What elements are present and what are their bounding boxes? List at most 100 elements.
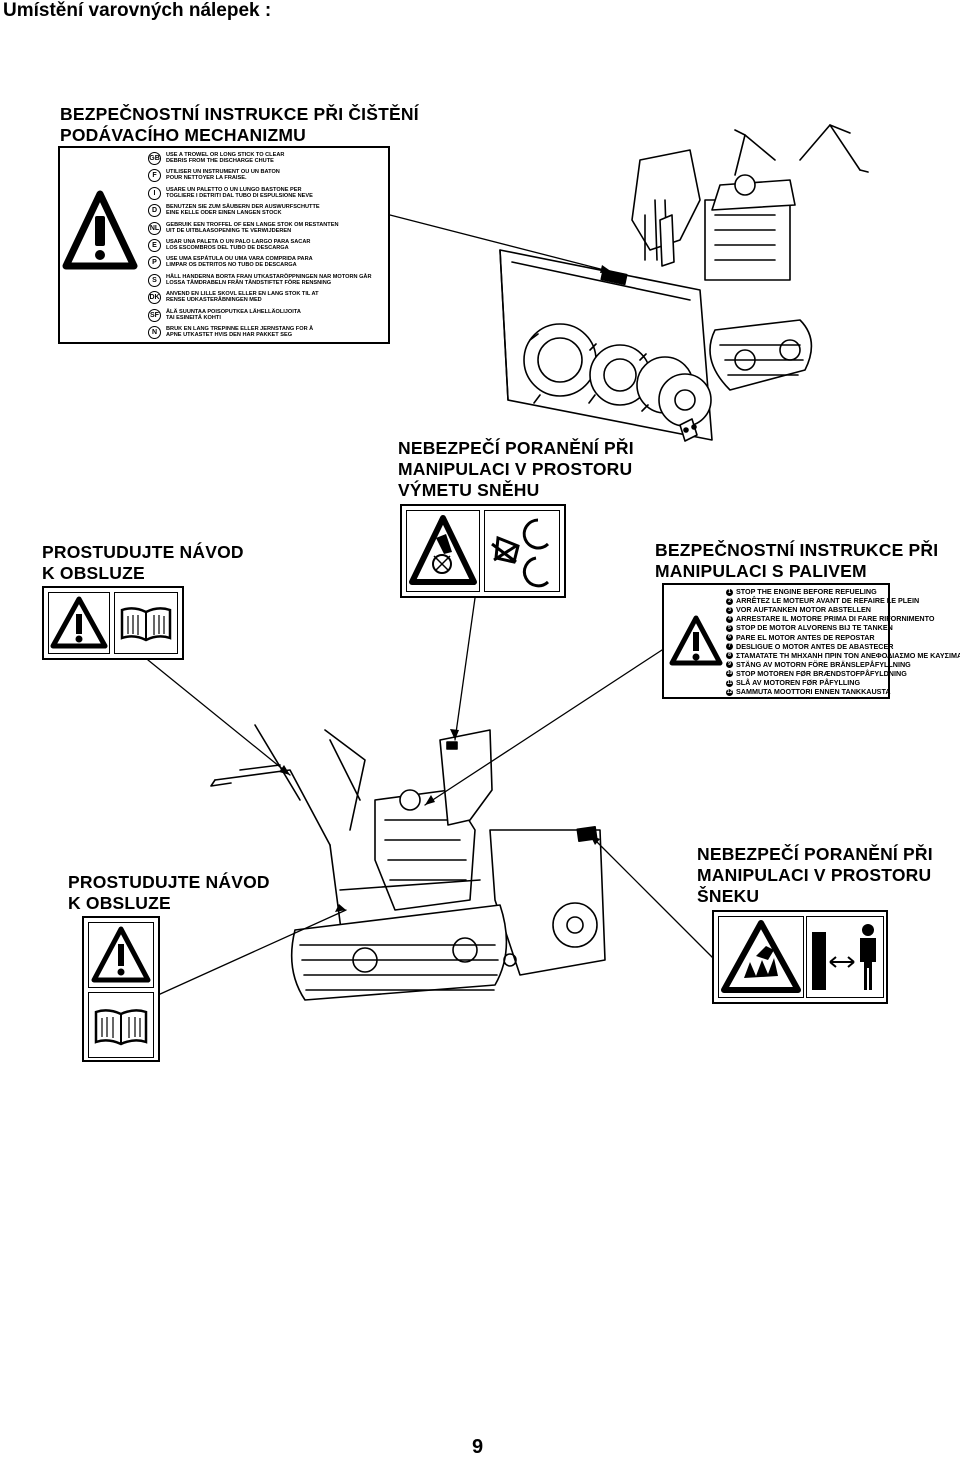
fuel-instruction-text: ARRÊTEZ LE MOTEUR AVANT DE REFAIRE LE PL… [736,596,920,606]
manual-top-label [42,586,184,660]
instruction-line: USE A TROWEL OR LONG STICK TO CLEAR [166,152,285,158]
instruction-row: DK ANVEND EN LILLE SKOVL ELLER EN LANG ST… [148,291,319,305]
caption-line: PODÁVACÍHO MECHANIZMU [60,125,306,145]
fuel-instruction-text: SLÅ AV MOTOREN FØR PÅFYLLING [736,678,861,687]
language-code-icon: DK [148,291,161,305]
caption-line: ŠNEKU [697,886,760,906]
manual-bottom-label [82,916,160,1062]
keep-distance-icon [806,916,884,998]
instruction-line: GEBRUIK EEN TROFFEL OF EEN LANGE STOK OM… [166,221,339,228]
instruction-line: APNE UTKASTET HVIS DEN HAR PAKKET SEG [166,332,293,338]
instruction-line: UIT DE UITBLAASOPENING TE VERWIJDEREN [166,227,292,234]
instruction-line: UTILISER UN INSTRUMENT OU UN BATON [166,169,280,176]
caption-line: K OBSLUZE [42,563,145,583]
no-hands-auger-icon [484,510,560,592]
instruction-line: USE UMA ESPÁTULA OU UMA VARA COMPRIDA PA… [166,256,313,263]
instruction-line: TOGLIERE I DETRITI DAL TUBO DI ESPULSION… [166,192,313,199]
fuel-instruction-text: STÄNG AV MOTORN FÖRE BRÄNSLEPÅFYLLNING [736,659,911,669]
caption-line: BEZPEČNOSTNÍ INSTRUKCE PŘI [655,540,939,560]
language-code-icon: F [148,169,161,183]
instruction-row: NL GEBRUIK EEN TROFFEL OF EEN LANGE STOK … [148,221,339,235]
instruction-line: USAR UNA PALETA O UN PALO LARGO PARA SAC… [166,239,311,245]
instruction-line: ANVEND EN LILLE SKOVL ELLER EN LANG STOK… [166,291,319,298]
chute-cleaning-caption: BEZPEČNOSTNÍ INSTRUKCE PŘI ČIŠTĚNÍ PODÁV… [60,104,419,146]
instruction-line: LOSSA TÅMDRABELN FRÅN TÅNDSTIFTET FÖRE R… [166,279,332,286]
language-code-icon: NL [148,221,161,235]
snowblower-front-view [499,124,869,442]
language-code-icon: S [148,273,161,287]
fuel-instruction-text: SAMMUTA MOOTTORI ENNEN TANKKAUSTA [736,687,891,697]
instruction-line: EINE KELLE ODER EINEN LANGEN STOCK [166,210,282,217]
language-code-icon: E [148,239,161,252]
caption-line: BEZPEČNOSTNÍ INSTRUKCE PŘI ČIŠTĚNÍ [60,104,419,124]
instruction-line: TAI ESINEITÄ KOHTI [166,314,221,321]
instruction-line: BENUTZEN SIE ZUM SÄUBERN DER AUSWURFSCHU… [166,204,320,211]
language-code-icon: P [148,256,161,270]
instruction-line: DEBRIS FROM THE DISCHARGE CHUTE [166,158,274,164]
caption-line: MANIPULACI V PROSTORU [697,865,932,885]
instruction-line: LOS ESCOMBROS DEL TUBO DE DESCARGA [166,245,289,251]
snowblower-rear-view [210,724,606,1001]
caption-line: MANIPULACI S PALIVEM [655,561,867,581]
instruction-row: P USE UMA ESPÁTULA OU UMA VARA COMPRIDA P… [148,256,313,270]
fuel-instruction-text: STOP MOTOREN FØR BRÆNDSTOFPÅFYLDNING [736,668,907,678]
warning-triangle-icon [88,922,154,988]
row-number-badge: 8 [726,652,733,660]
page-title: Umístění varovných nálepek : [3,0,272,21]
instruction-line: USARE UN PALETTO O UN LUNGO BASTONE PER [166,186,302,193]
row-number-badge: 6 [726,634,733,642]
fuel-instruction-text: DESLIGUE O MOTOR ANTES DE ABASTECER [736,641,894,651]
instruction-line: ÄLÄ SUUNTAA POISOPUTKEA LÄHELLÄOLIJOITA [166,308,301,315]
auger-injury-warning-icon [718,916,804,998]
fuel-instruction-text: ARRESTARE IL MOTORE PRIMA DI FARE RIFORN… [736,614,935,624]
fuel-instruction-text: STOP THE ENGINE BEFORE REFUELING [736,587,877,596]
row-number-badge: 4 [726,615,733,623]
caption-line: PROSTUDUJTE NÁVOD [42,542,244,562]
caption-line: VÝMETU SNĚHU [398,480,540,500]
fuel-safety-caption: BEZPEČNOSTNÍ INSTRUKCE PŘI MANIPULACI S … [655,540,938,582]
fuel-instruction-text: VOR AUFTANKEN MOTOR ABSTELLEN [736,605,871,615]
row-number-badge: 1 [726,588,733,596]
instruction-line: BRUK EN LANG TREPINNE ELLER JERNSTANG FO… [166,326,314,332]
row-number-badge: 12 [726,688,733,696]
instruction-line: HÅLL HANDERNA BORTA FRAN UTKASTARÖPPNING… [166,273,372,280]
page-number: 9 [472,1436,484,1458]
fuel-instruction-text: PARE EL MOTOR ANTES DE REPOSTAR [736,632,875,642]
row-number-badge: 2 [726,597,733,605]
discharge-danger-caption: NEBEZPEČÍ PORANĚNÍ PŘI MANIPULACI V PROS… [398,438,634,501]
warning-triangle-icon [48,592,110,654]
manual-top-caption: PROSTUDUJTE NÁVOD K OBSLUZE [42,542,244,584]
row-number-badge: 10 [726,670,733,678]
row-number-badge: 5 [726,624,733,632]
warning-triangle-icon [669,615,723,666]
manual-book-icon [88,992,154,1058]
manual-book-icon [114,592,178,654]
manual-bottom-caption: PROSTUDUJTE NÁVOD K OBSLUZE [68,872,270,914]
auger-danger-label [712,910,888,1004]
row-number-badge: 3 [726,606,733,614]
instruction-text: ANVEND EN LILLE SKOVL ELLER EN LANG STOK… [166,291,319,303]
auger-danger-caption: NEBEZPEČÍ PORANĚNÍ PŘI MANIPULACI V PROS… [697,844,933,907]
instruction-row: E USAR UNA PALETA O UN PALO LARGO PARA SA… [148,239,310,252]
instruction-row: S HÅLL HANDERNA BORTA FRAN UTKASTARÖPPNIN… [148,273,372,287]
